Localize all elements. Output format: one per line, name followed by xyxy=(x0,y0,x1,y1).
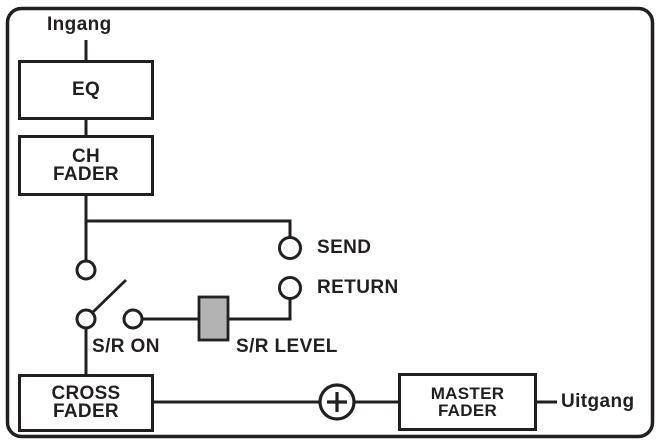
uitgang-label: Uitgang xyxy=(561,391,635,412)
block-ch-fader: CH FADER xyxy=(18,135,154,196)
plus-icon xyxy=(327,392,347,412)
send-jack-icon xyxy=(278,236,302,260)
diagram-frame xyxy=(5,6,655,439)
switch-arm-icon xyxy=(91,278,127,315)
block-master-fader-line1: MASTER xyxy=(430,384,505,403)
switch-terminal-bottom-icon xyxy=(75,308,97,330)
block-master-fader-line2: FADER xyxy=(437,401,498,420)
switch-terminal-top-icon xyxy=(75,259,97,281)
block-ch-fader-line2: FADER xyxy=(53,163,119,185)
block-master-fader: MASTER FADER xyxy=(398,373,537,431)
switch-terminal-return-icon xyxy=(122,308,144,330)
return-jack-icon xyxy=(278,276,302,300)
ingang-label: Ingang xyxy=(47,14,112,35)
send-label: SEND xyxy=(317,237,372,258)
block-eq-label: EQ xyxy=(71,79,101,100)
return-label: RETURN xyxy=(317,277,399,298)
sr-level-box-icon xyxy=(197,295,230,342)
block-cross-fader-line1: CROSS xyxy=(51,383,121,404)
block-cross-fader-line2: FADER xyxy=(53,401,119,422)
sr-on-label: S/R ON xyxy=(92,336,160,357)
block-cross-fader: CROSS FADER xyxy=(18,374,154,432)
wire-branch-to-send xyxy=(86,219,292,238)
block-eq: EQ xyxy=(18,60,154,120)
sr-level-label: S/R LEVEL xyxy=(236,336,338,357)
block-ch-fader-line1: CH xyxy=(71,145,101,167)
